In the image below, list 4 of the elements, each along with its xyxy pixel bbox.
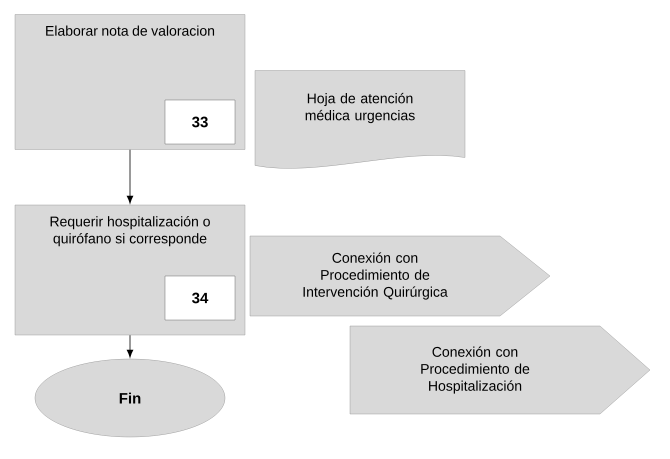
- arrow: [126, 334, 134, 358]
- step-number-box: 34: [164, 276, 236, 320]
- step-number-box: 33: [164, 100, 236, 144]
- arrow: [126, 149, 134, 204]
